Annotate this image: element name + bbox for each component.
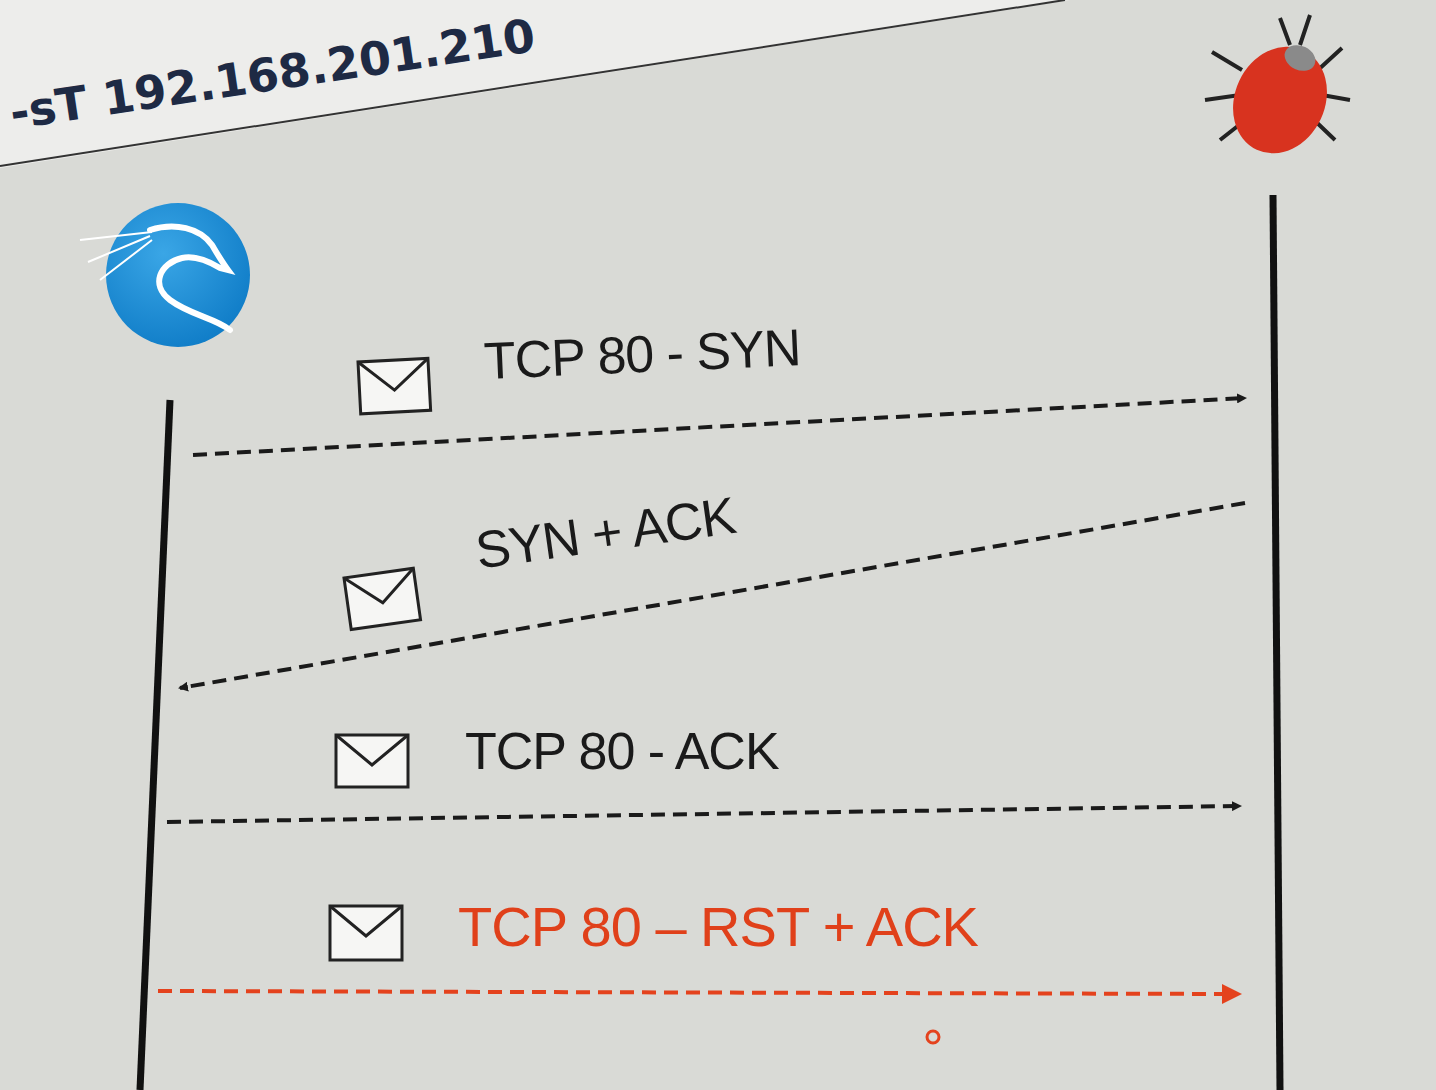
envelope-icon [344,568,421,629]
arrow-head-red [1222,984,1242,1004]
laser-dot [927,1031,939,1043]
bug-head [1280,40,1319,75]
lifeline-left [140,400,170,1090]
message-arrow [193,398,1245,455]
envelope-icon [336,735,408,787]
message-label: TCP 80 – RST + ACK [458,895,978,959]
message-label: TCP 80 - SYN [483,318,802,392]
message-label: SYN + ACK [472,486,739,582]
logo-disc [106,203,250,347]
envelope-icons [330,358,431,960]
kali-logo [80,203,250,347]
header-band [0,0,1070,168]
bug-body [1216,31,1344,169]
dragon-shape [150,226,230,330]
lifeline-right [1273,195,1280,1090]
header-rule [0,0,1065,166]
bug-icon [1205,15,1350,169]
message-arrow-red [158,991,1230,994]
message-label: TCP 80 - ACK [465,722,779,782]
envelope-icon [358,358,431,414]
envelope-icon [330,906,402,960]
dragon-whiskers [80,232,152,280]
message-arrow [167,806,1240,822]
